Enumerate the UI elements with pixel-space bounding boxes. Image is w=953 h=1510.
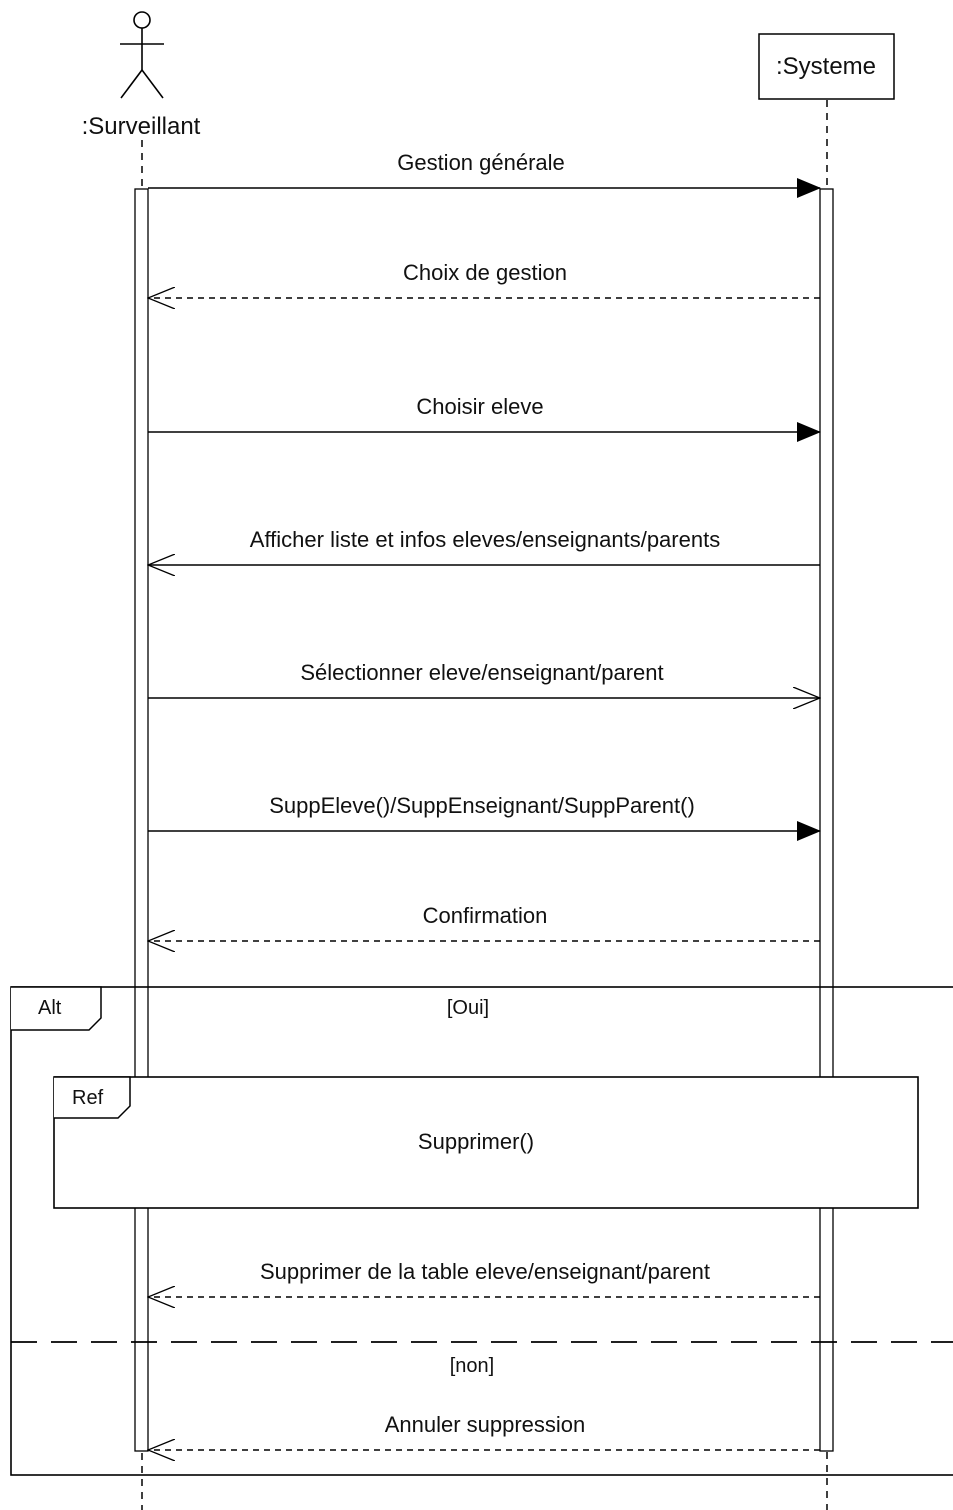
message-label-4: Afficher liste et infos eleves/enseignan… [250,527,720,552]
ref-content-label: Supprimer() [418,1129,534,1154]
alt-guard-no: [non] [450,1355,494,1377]
alt-fragment-frame [10,986,953,1476]
message-label-3: Choisir eleve [416,394,543,419]
system-activation-bar [819,188,834,1452]
message-label-9: Annuler suppression [385,1412,586,1437]
message-label-1: Gestion générale [397,150,565,175]
alt-guard-yes: [Oui] [447,997,489,1019]
message-label-2: Choix de gestion [403,260,567,285]
message-label-5: Sélectionner eleve/enseignant/parent [300,660,663,685]
message-label-7: Confirmation [423,903,548,928]
actor-lifeline-label: :Surveillant [82,113,201,140]
ref-operator-label: Ref [72,1087,104,1109]
ref-fragment-tab [54,1076,131,1119]
actor-activation-bar [134,188,149,1452]
alt-fragment-tab [11,986,102,1031]
ref-fragment-frame [53,1076,919,1209]
message-label-6: SuppEleve()/SuppEnseignant/SuppParent() [269,793,695,818]
actor-figure-icon [120,11,164,99]
system-lifeline-label: :Systeme [776,53,876,80]
system-lifeline-box [758,33,895,100]
alt-operator-label: Alt [38,997,62,1019]
message-label-8: Supprimer de la table eleve/enseignant/p… [260,1259,710,1284]
